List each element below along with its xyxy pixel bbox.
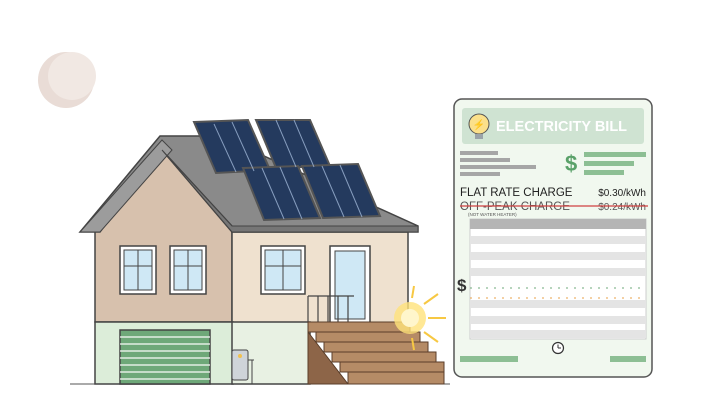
- bill-amount-lines: [584, 152, 646, 175]
- sun-glow-icon: [394, 285, 446, 351]
- side-dollar-icon: $: [457, 276, 467, 295]
- bill-title: ELECTRICITY BILL: [496, 119, 627, 135]
- svg-text:⚡: ⚡: [473, 118, 485, 131]
- off-peak-note: (NOT WATER HEATER): [468, 212, 517, 217]
- off-peak-value: $0.24/kWh: [598, 202, 646, 213]
- windows: [119, 245, 371, 325]
- electricity-bill-card: ⚡ ELECTRICITY BILL $ FLAT RATE CHARGE $0…: [453, 98, 653, 378]
- flat-rate-value: $0.30/kWh: [598, 188, 646, 199]
- garage-door: [119, 329, 211, 385]
- steps: [307, 321, 445, 385]
- clock-icon: [551, 341, 565, 355]
- bill-info-lines: [460, 151, 536, 176]
- water-heater-icon: [231, 349, 254, 384]
- off-peak-label: OFF-PEAK CHARGE: [460, 201, 570, 213]
- moon-icon: [38, 52, 96, 108]
- lightbulb-icon: ⚡: [468, 113, 490, 139]
- solar-panels: [192, 118, 382, 222]
- flat-rate-label: FLAT RATE CHARGE: [460, 187, 573, 199]
- house: [70, 118, 450, 385]
- usage-table: [469, 218, 647, 340]
- dollar-icon: $: [565, 151, 577, 176]
- railing: [307, 295, 354, 322]
- bill-footer-bars: [460, 356, 646, 362]
